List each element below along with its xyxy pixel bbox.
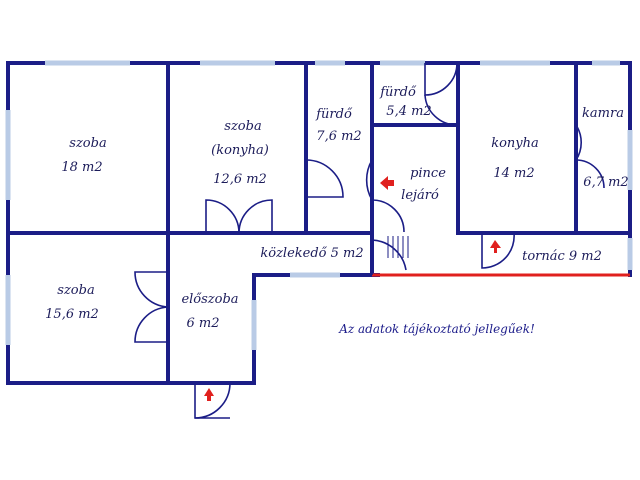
room-konyha-area: 14 m2 <box>493 166 534 181</box>
disclaimer-note: Az adatok tájékoztató jellegűek! <box>338 322 535 336</box>
room-furdo-a-name: fürdő <box>315 107 353 122</box>
windows <box>5 60 633 350</box>
room-szoba-bottom-area: 15,6 m2 <box>45 307 99 322</box>
room-szoba-konyha-name2: (konyha) <box>211 143 269 158</box>
doors <box>134 62 605 419</box>
room-kamra-name: kamra <box>582 106 624 121</box>
room-szoba-top-name: szoba <box>69 136 106 151</box>
room-furdo-b-name: fürdő <box>379 85 417 100</box>
room-furdo-b-area: 5,4 m2 <box>386 104 431 119</box>
room-kozlekedo-label: közlekedő 5 m2 <box>260 246 363 261</box>
room-kamra-area: 6,7 m2 <box>583 175 628 190</box>
stairs <box>387 236 409 258</box>
room-pince-name2: lejáró <box>401 188 439 203</box>
room-konyha-name: konyha <box>491 136 539 151</box>
room-szoba-konyha-name: szoba <box>224 119 261 134</box>
room-pince-name: pince <box>410 166 446 181</box>
room-szoba-bottom-name: szoba <box>57 283 94 298</box>
room-furdo-a-area: 7,6 m2 <box>316 129 361 144</box>
room-szoba-top-area: 18 m2 <box>61 160 102 175</box>
room-szoba-konyha-area: 12,6 m2 <box>213 172 267 187</box>
room-eloszoba-name: előszoba <box>181 292 238 307</box>
room-eloszoba-area: 6 m2 <box>186 316 219 331</box>
room-tornac-label: tornác 9 m2 <box>522 249 602 264</box>
entry-arrow-icon <box>204 176 501 401</box>
